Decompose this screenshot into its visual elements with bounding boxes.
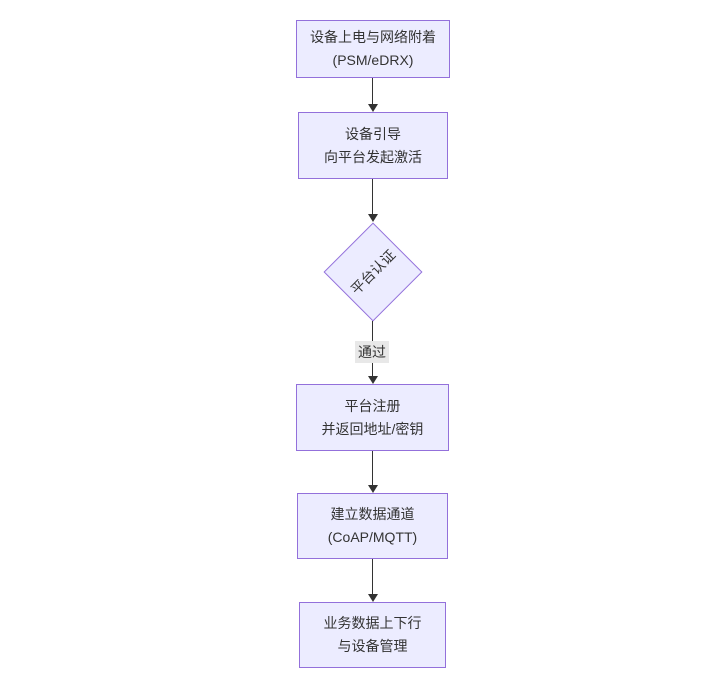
edge-label-pass: 通过 (355, 341, 389, 363)
edge-line (372, 78, 373, 104)
node-sublabel: 向平台发起激活 (324, 148, 422, 165)
arrowhead-icon (368, 594, 378, 602)
node-label: 平台注册 (344, 397, 401, 414)
node-sublabel: 并返回地址/密钥 (321, 420, 424, 437)
node-label: 建立数据通道 (330, 506, 415, 522)
node-sublabel: (PSM/eDRX) (332, 52, 414, 68)
node-label: 设备上电与网络附着 (310, 29, 436, 45)
node-power-attach: 设备上电与网络附着 (PSM/eDRX) (296, 20, 450, 78)
node-business: 业务数据上下行 与设备管理 (299, 602, 446, 668)
arrowhead-icon (368, 485, 378, 493)
node-register: 平台注册 并返回地址/密钥 (296, 384, 449, 451)
node-sublabel: (CoAP/MQTT) (327, 529, 418, 545)
node-label: 业务数据上下行 (323, 615, 422, 631)
arrowhead-icon (368, 104, 378, 112)
edge-line (372, 559, 373, 594)
node-label: 平台认证 (347, 246, 399, 298)
node-sublabel: 与设备管理 (337, 638, 408, 654)
node-bootstrap: 设备引导 向平台发起激活 (298, 112, 448, 179)
node-data-channel: 建立数据通道 (CoAP/MQTT) (297, 493, 448, 559)
edge-line (372, 451, 373, 485)
arrowhead-icon (368, 376, 378, 384)
edge-line (372, 179, 373, 214)
node-label: 设备引导 (345, 125, 401, 142)
arrowhead-icon (368, 214, 378, 222)
